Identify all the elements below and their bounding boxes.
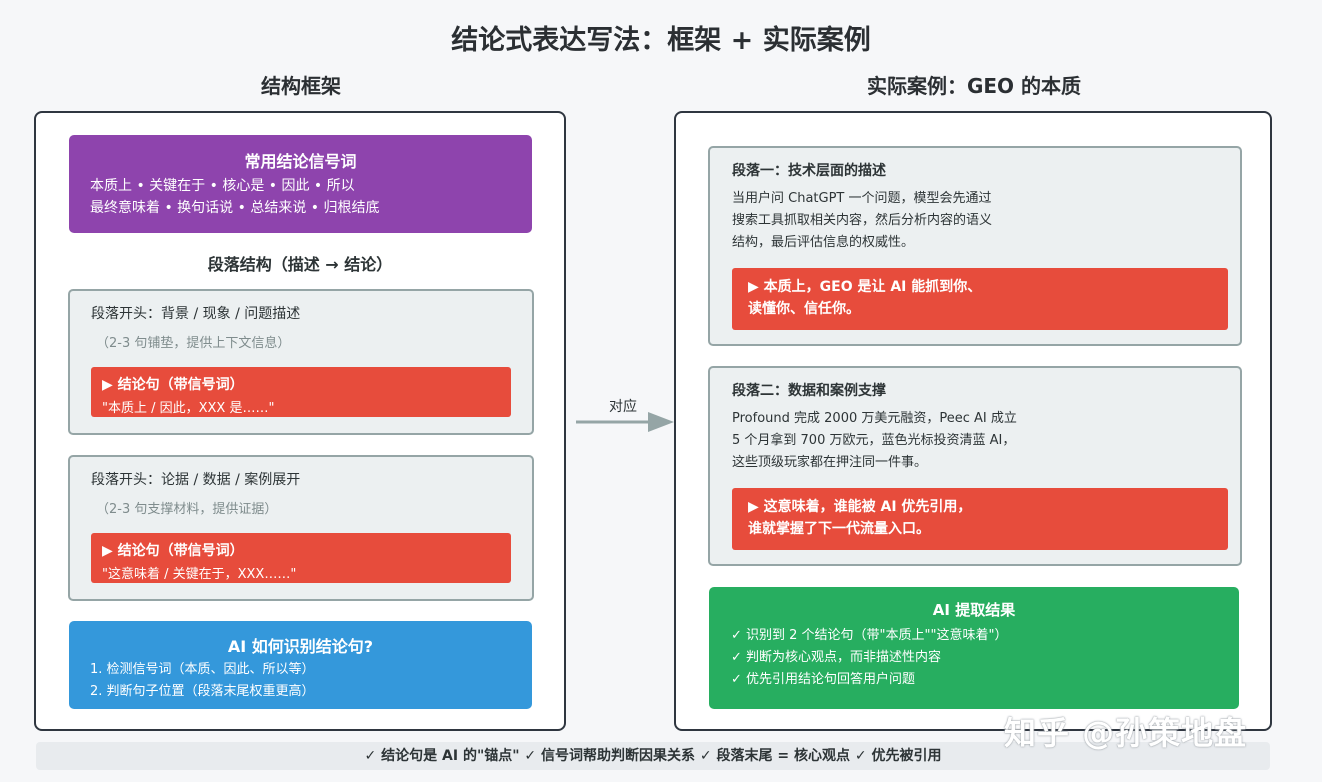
- ai-result-item-1: ✓ 识别到 2 个结论句（带"本质上""这意味着"）: [731, 628, 1008, 643]
- ai-result-title: AI 提取结果: [932, 601, 1016, 619]
- signal-words-line1: 本质上 • 关键在于 • 核心是 • 因此 • 所以: [90, 178, 355, 194]
- case-paragraph-2: 段落二：数据和案例支撑 Profound 完成 2000 万美元融资，Peec …: [708, 366, 1242, 566]
- case-conclusion-2-line2: 谁就掌握了下一代流量入口。: [748, 521, 930, 537]
- case-paragraph-1: 段落一：技术层面的描述 当用户问 ChatGPT 一个问题，模型会先通过 搜索工…: [708, 146, 1242, 346]
- signal-words-line2: 最终意味着 • 换句话说 • 总结来说 • 归根结底: [90, 200, 380, 216]
- case-conclusion-1-line2: 读懂你、信任你。: [748, 301, 860, 317]
- case-conclusion-1-line1: ▶ 本质上，GEO 是让 AI 能抓到你、: [748, 279, 982, 295]
- paragraph-2-conclusion: ▶ 结论句（带信号词） "这意味着 / 关键在于，XXX……": [91, 533, 511, 583]
- footer-summary: ✓ 结论句是 AI 的"锚点" ✓ 信号词帮助判断因果关系 ✓ 段落末尾 = 核…: [36, 742, 1270, 770]
- conclusion-2-title: ▶ 结论句（带信号词）: [102, 543, 244, 559]
- ai-result-box: AI 提取结果 ✓ 识别到 2 个结论句（带"本质上""这意味着"） ✓ 判断为…: [709, 587, 1239, 709]
- conclusion-1-title: ▶ 结论句（带信号词）: [102, 377, 244, 393]
- case-paragraph-1-title: 段落一：技术层面的描述: [732, 163, 886, 179]
- ai-result-item-2: ✓ 判断为核心观点，而非描述性内容: [731, 650, 942, 665]
- conclusion-2-text: "这意味着 / 关键在于，XXX……": [102, 567, 297, 582]
- case-conclusion-2-line1: ▶ 这意味着，谁能被 AI 优先引用，: [748, 499, 972, 515]
- case-paragraph-2-line3: 这些顶级玩家都在押注同一件事。: [732, 455, 928, 470]
- ai-recognition-item-2: 2. 判断句子位置（段落末尾权重更高）: [90, 684, 315, 699]
- right-panel: 段落一：技术层面的描述 当用户问 ChatGPT 一个问题，模型会先通过 搜索工…: [674, 111, 1272, 731]
- paragraph-structure-2: 段落开头：论据 / 数据 / 案例展开 （2-3 句支撑材料，提供证据） ▶ 结…: [68, 455, 534, 601]
- paragraph-structure-1: 段落开头：背景 / 现象 / 问题描述 （2-3 句铺垫，提供上下文信息） ▶ …: [68, 289, 534, 435]
- paragraph-2-note: （2-3 句支撑材料，提供证据）: [96, 502, 278, 517]
- case-paragraph-2-line1: Profound 完成 2000 万美元融资，Peec AI 成立: [732, 411, 1017, 426]
- ai-recognition-item-1: 1. 检测信号词（本质、因此、所以等）: [90, 662, 315, 677]
- right-arrow-icon: [576, 412, 674, 432]
- arrow-label: 对应: [609, 399, 637, 415]
- case-paragraph-1-line2: 搜索工具抓取相关内容，然后分析内容的语义: [732, 213, 993, 228]
- signal-words-box: 常用结论信号词 本质上 • 关键在于 • 核心是 • 因此 • 所以 最终意味着…: [69, 135, 532, 233]
- right-heading: 实际案例：GEO 的本质: [866, 74, 1082, 98]
- ai-recognition-title: AI 如何识别结论句?: [227, 637, 374, 656]
- structure-title: 段落结构（描述 → 结论）: [207, 255, 393, 274]
- paragraph-1-conclusion: ▶ 结论句（带信号词） "本质上 / 因此，XXX 是……": [91, 367, 511, 417]
- paragraph-1-note: （2-3 句铺垫，提供上下文信息）: [96, 336, 291, 351]
- ai-result-item-3: ✓ 优先引用结论句回答用户问题: [731, 672, 916, 687]
- signal-words-title: 常用结论信号词: [244, 152, 357, 171]
- paragraph-1-head: 段落开头：背景 / 现象 / 问题描述: [91, 306, 301, 322]
- case-paragraph-1-line3: 结构，最后评估信息的权威性。: [732, 235, 915, 250]
- case-paragraph-1-line1: 当用户问 ChatGPT 一个问题，模型会先通过: [732, 191, 992, 206]
- case-paragraph-2-line2: 5 个月拿到 700 万欧元，蓝色光标投资清蓝 AI，: [732, 433, 1016, 448]
- left-panel: 常用结论信号词 本质上 • 关键在于 • 核心是 • 因此 • 所以 最终意味着…: [34, 111, 566, 731]
- case-paragraph-1-conclusion: ▶ 本质上，GEO 是让 AI 能抓到你、 读懂你、信任你。: [732, 268, 1228, 330]
- paragraph-2-head: 段落开头：论据 / 数据 / 案例展开: [91, 472, 301, 488]
- page-title: 结论式表达写法：框架 + 实际案例: [451, 25, 871, 56]
- conclusion-1-text: "本质上 / 因此，XXX 是……": [102, 401, 275, 416]
- ai-recognition-box: AI 如何识别结论句? 1. 检测信号词（本质、因此、所以等） 2. 判断句子位…: [69, 621, 532, 709]
- left-heading: 结构框架: [261, 74, 341, 98]
- case-paragraph-2-title: 段落二：数据和案例支撑: [732, 383, 886, 399]
- case-paragraph-2-conclusion: ▶ 这意味着，谁能被 AI 优先引用， 谁就掌握了下一代流量入口。: [732, 488, 1228, 550]
- watermark: 知乎 @孙策地盘: [1004, 714, 1248, 752]
